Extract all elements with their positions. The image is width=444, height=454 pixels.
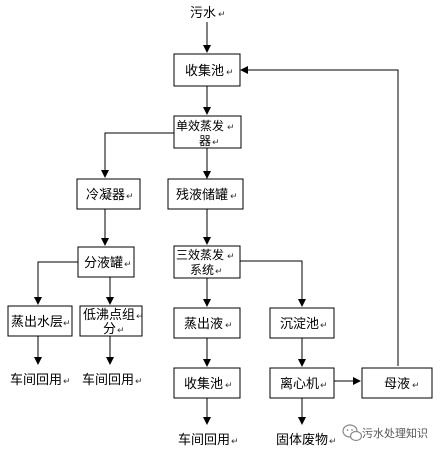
node-low-boiling-fraction: 低沸点组 ↵ 分 ↵ [79,305,144,337]
arrow-triple-evaporator-to-settling [240,260,306,307]
node-workshop-reuse-2-mark: ↵ [135,377,143,387]
node-single-effect-evaporator: 单效蒸发 ↵ 器 ↵ [173,115,242,149]
node-separator-tank-label: 分液罐 [84,256,123,271]
node-solid-waste-mark: ↵ [329,437,337,447]
node-condenser-label: 冷凝器 [86,187,125,203]
node-mother-liquor: 母液 ↵ [361,367,433,399]
node-residue-tank: 残液储罐 ↵ [167,178,244,210]
node-triple-effect-evaporator-mark-1: ↵ [227,252,235,262]
node-collection-tank-box [173,53,241,87]
node-single-effect-evaporator-label-2: 器 [199,134,211,148]
node-solid-waste-label: 固体废物 [276,432,328,448]
node-centrifuge: 离心机 ↵ [269,367,335,399]
node-separator-tank-mark: ↵ [124,260,132,270]
node-low-boiling-fraction-mark-2: ↵ [117,326,125,336]
node-source: 污水 ↵ [190,6,226,21]
node-collection-tank-2-box [173,367,241,399]
node-distilled-water-layer-box [7,305,73,337]
node-separator-tank-box [77,246,135,278]
node-separator-tank: 分液罐 ↵ [77,246,135,278]
node-settling-tank-box [269,307,335,339]
node-workshop-reuse-2-label: 车间回用 [82,372,134,388]
node-condenser-mark: ↵ [126,192,134,202]
node-collection-tank-label: 收集池 [185,63,224,79]
watermark: 污水处理知识 [342,424,428,442]
node-source-label: 污水 [190,6,216,21]
node-collection-tank-2-label: 收集池 [184,376,223,392]
arrow-mother-liquor-recycle [240,66,399,366]
node-residue-tank-label: 残液储罐 [176,188,228,203]
node-low-boiling-fraction-label-2: 分 [103,322,116,337]
node-distillate: 蒸出液 ↵ [173,307,241,339]
node-triple-effect-evaporator-mark-2: ↵ [215,267,223,277]
node-settling-tank: 沉淀池 ↵ [269,307,335,339]
node-residue-tank-mark: ↵ [230,192,238,202]
node-single-effect-evaporator-box [173,115,242,149]
node-low-boiling-fraction-mark-1: ↵ [136,312,144,322]
node-collection-tank-mark: ↵ [226,68,234,78]
node-source-mark: ↵ [218,10,226,20]
node-workshop-reuse-1: 车间回用 ↵ [10,372,71,388]
node-condenser-box [76,178,141,210]
node-single-effect-evaporator-mark-2: ↵ [212,138,220,148]
node-workshop-reuse-3-label: 车间回用 [178,432,230,448]
node-settling-tank-mark: ↵ [320,321,328,331]
node-collection-tank: 收集池 ↵ [173,53,241,87]
node-single-effect-evaporator-mark-1: ↵ [227,123,235,133]
node-collection-tank-2: 收集池 ↵ [173,367,241,399]
connectors [34,22,399,425]
node-low-boiling-fraction-box [79,305,143,337]
node-solid-waste: 固体废物 ↵ [276,432,337,448]
arrow-separator-to-water-layer [34,261,78,305]
node-mother-liquor-label: 母液 [384,377,410,392]
node-workshop-reuse-1-label: 车间回用 [10,372,62,388]
node-centrifuge-box [269,367,335,399]
node-condenser: 冷凝器 ↵ [76,178,141,210]
node-distilled-water-layer-label: 蒸出水层 [11,315,63,330]
node-mother-liquor-box [361,367,433,399]
node-workshop-reuse-1-mark: ↵ [63,377,71,387]
node-workshop-reuse-3: 车间回用 ↵ [178,432,239,448]
node-triple-effect-evaporator-label-1: 三效蒸发 [176,247,224,262]
node-triple-effect-evaporator-box [173,245,241,279]
node-mother-liquor-mark: ↵ [412,381,420,391]
node-distilled-water-layer-mark: ↵ [63,319,71,329]
node-low-boiling-fraction-label-1: 低沸点组 [83,308,135,323]
node-workshop-reuse-3-mark: ↵ [231,437,239,447]
node-single-effect-evaporator-label-1: 单效蒸发 [176,118,224,133]
node-distillate-mark: ↵ [225,321,233,331]
node-centrifuge-label: 离心机 [280,376,319,392]
node-distillate-box [173,307,241,339]
node-distillate-label: 蒸出液 [184,317,223,332]
node-triple-effect-evaporator: 三效蒸发 ↵ 系统 ↵ [173,245,241,279]
wechat-icon [342,424,363,442]
node-distilled-water-layer: 蒸出水层 ↵ [7,305,73,337]
arrow-evaporator-to-condenser [101,132,174,178]
node-triple-effect-evaporator-label-2: 系统 [190,263,214,277]
node-workshop-reuse-2: 车间回用 ↵ [82,372,143,388]
watermark-text: 污水处理知识 [362,426,428,440]
node-centrifuge-mark: ↵ [320,381,328,391]
node-residue-tank-box [167,178,244,210]
node-collection-tank-2-mark: ↵ [225,381,233,391]
node-settling-tank-label: 沉淀池 [280,317,319,332]
